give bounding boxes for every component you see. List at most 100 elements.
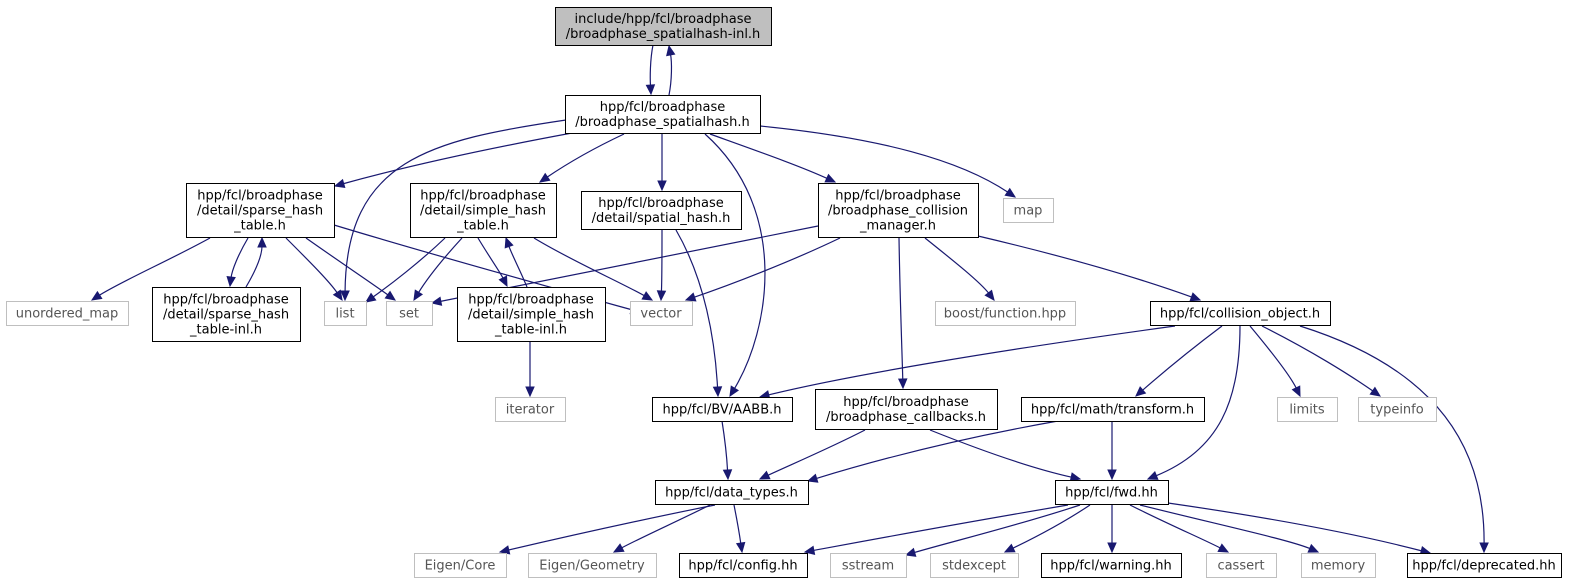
arrowhead-icon xyxy=(1217,543,1230,553)
node-label-line: hpp/fcl/data_types.h xyxy=(665,486,798,501)
edge-line xyxy=(660,229,663,293)
node-list: list xyxy=(324,301,367,326)
node-label-line: hpp/fcl/broadphase xyxy=(598,196,724,211)
node-box xyxy=(935,301,1076,326)
edge-line xyxy=(1139,504,1311,550)
node-box xyxy=(1407,553,1562,578)
edge-line xyxy=(508,245,528,288)
node-cman[interactable]: hpp/fcl/broadphase/broadphase_collision_… xyxy=(818,183,979,238)
node-fwd[interactable]: hpp/fcl/fwd.hh xyxy=(1055,480,1169,505)
edge-sh-to-list xyxy=(340,119,567,302)
arrowhead-icon xyxy=(430,296,443,306)
arrowhead-icon xyxy=(384,290,396,301)
arrowhead-icon xyxy=(364,292,377,303)
node-label-line: vector xyxy=(640,307,682,322)
edge-line xyxy=(344,119,567,293)
arrowhead-icon xyxy=(722,469,733,481)
edge-sparse-to-sparseinl xyxy=(226,237,249,288)
edge-cobj-to-limits xyxy=(1249,325,1301,398)
node-root[interactable]: include/hpp/fcl/broadphase/broadphase_sp… xyxy=(555,7,772,46)
arrowhead-icon xyxy=(1003,543,1016,553)
node-config[interactable]: hpp/fcl/config.hh xyxy=(679,553,808,578)
node-deprecated[interactable]: hpp/fcl/deprecated.hh xyxy=(1407,553,1562,578)
node-box xyxy=(555,7,772,46)
node-typeinfo: typeinfo xyxy=(1358,397,1437,422)
node-warning[interactable]: hpp/fcl/warning.hh xyxy=(1041,553,1182,578)
edge-simple-to-vector xyxy=(533,237,654,301)
edge-cobj-to-deprecated xyxy=(1299,325,1489,554)
node-label-line: stdexcept xyxy=(942,559,1006,574)
edge-line xyxy=(924,237,990,295)
edge-sh-to-map xyxy=(759,125,1017,198)
node-box xyxy=(630,301,693,326)
arrowhead-icon xyxy=(824,173,837,183)
edge-root-to-sh xyxy=(645,44,656,96)
edge-line xyxy=(1167,502,1423,552)
node-label-line: hpp/fcl/broadphase xyxy=(420,189,546,204)
node-label-line: limits xyxy=(1289,403,1325,418)
edge-line xyxy=(230,237,249,279)
edge-cobj-to-typeinfo xyxy=(1261,325,1382,397)
node-eiggeo: Eigen/Geometry xyxy=(528,553,657,578)
edge-sh-to-cman xyxy=(709,133,837,183)
arrowhead-icon xyxy=(984,289,995,301)
edge-fwd-to-config xyxy=(803,504,1069,555)
node-label-line: Eigen/Geometry xyxy=(539,559,645,574)
node-transform[interactable]: hpp/fcl/math/transform.h xyxy=(1021,397,1205,422)
node-simple[interactable]: hpp/fcl/broadphase/detail/simple_hash_ta… xyxy=(410,183,557,238)
node-sh[interactable]: hpp/fcl/broadphase/broadphase_spatialhas… xyxy=(565,95,761,134)
arrowhead-icon xyxy=(504,236,514,249)
node-label-line: include/hpp/fcl/broadphase xyxy=(574,12,751,27)
arrowhead-icon xyxy=(735,541,746,554)
node-spatial[interactable]: hpp/fcl/broadphase/detail/spatial_hash.h xyxy=(581,191,742,230)
edge-sh-to-sparse xyxy=(333,132,573,189)
edge-line xyxy=(1011,504,1091,550)
node-box xyxy=(410,183,557,238)
node-sparseinl[interactable]: hpp/fcl/broadphase/detail/sparse_hash_ta… xyxy=(152,287,301,342)
node-sparse[interactable]: hpp/fcl/broadphase/detail/sparse_hash_ta… xyxy=(186,183,335,238)
edge-line xyxy=(693,237,841,298)
node-label-line: /broadphase_spatialhash.h xyxy=(575,115,749,130)
edge-fwd-to-deprecated xyxy=(1167,502,1432,556)
edge-line xyxy=(98,237,211,297)
edge-transform-to-fwd xyxy=(1107,421,1117,481)
arrowhead-icon xyxy=(1004,187,1017,198)
edge-sparse-to-umap xyxy=(90,237,211,301)
edge-sh-to-spatial xyxy=(657,134,667,192)
arrowhead-icon xyxy=(1146,471,1159,480)
node-box xyxy=(495,397,566,422)
node-simpleinl[interactable]: hpp/fcl/broadphase/detail/simple_hash_ta… xyxy=(457,287,606,342)
node-cobj[interactable]: hpp/fcl/collision_object.h xyxy=(1150,301,1331,326)
edge-line xyxy=(507,504,716,551)
edge-cobj-to-aabb xyxy=(758,325,1176,400)
node-label-line: hpp/fcl/broadphase xyxy=(843,395,969,410)
arrowhead-icon xyxy=(806,473,819,483)
edge-dtypes-to-eiggeo xyxy=(612,504,711,553)
edge-line xyxy=(759,125,1009,194)
edge-cman-to-bfunc xyxy=(924,237,995,301)
node-label-line: _table-inl.h xyxy=(189,323,262,338)
arrowhead-icon xyxy=(1369,386,1382,397)
node-label-line: Eigen/Core xyxy=(425,559,496,574)
node-stdexcept: stdexcept xyxy=(930,553,1019,578)
arrowhead-icon xyxy=(1479,542,1489,554)
node-box xyxy=(152,287,301,342)
node-box xyxy=(6,301,129,326)
node-label-line: /detail/sparse_hash xyxy=(163,308,289,323)
node-cassert: cassert xyxy=(1206,553,1277,578)
edge-cman-to-cobj xyxy=(977,235,1202,302)
edge-line xyxy=(1299,325,1485,545)
node-label-line: /detail/simple_hash xyxy=(468,308,594,323)
arrowhead-icon xyxy=(90,290,103,301)
edge-spatial-to-vector xyxy=(656,229,667,302)
node-dtypes[interactable]: hpp/fcl/data_types.h xyxy=(655,480,809,505)
node-box xyxy=(818,183,979,238)
edge-line xyxy=(913,504,1081,554)
node-callbacks[interactable]: hpp/fcl/broadphase/broadphase_callbacks.… xyxy=(815,389,998,430)
node-aabb[interactable]: hpp/fcl/BV/AABB.h xyxy=(652,397,793,422)
arrowhead-icon xyxy=(712,386,723,398)
node-label-line: hpp/fcl/deprecated.hh xyxy=(1412,559,1555,574)
arrowhead-icon xyxy=(656,290,667,302)
node-label-line: hpp/fcl/collision_object.h xyxy=(1160,307,1320,322)
edge-line xyxy=(342,132,573,185)
